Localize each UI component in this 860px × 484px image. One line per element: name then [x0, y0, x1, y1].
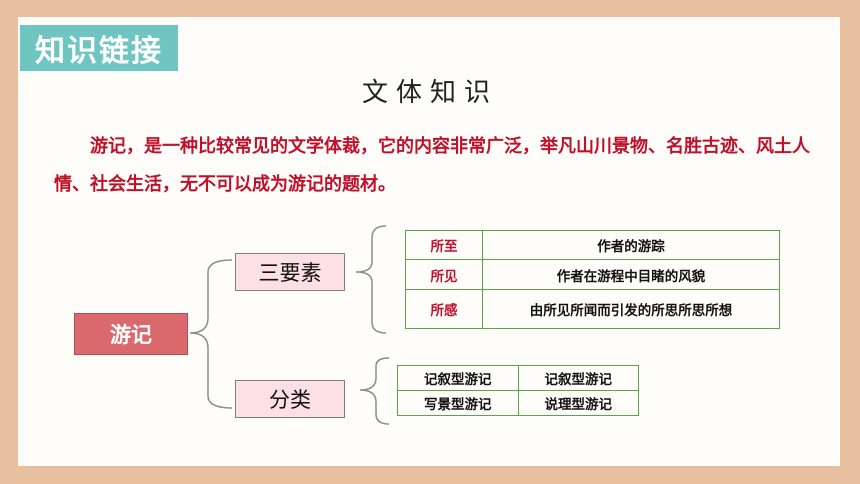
table-row: 所见 作者在游程中目睹的风貌	[405, 259, 780, 290]
root-node: 游记	[74, 313, 188, 355]
table-cell: 写景型游记	[397, 390, 519, 416]
element-key: 所见	[405, 259, 483, 290]
element-key: 所感	[405, 289, 483, 329]
elements-table: 所至 作者的游踪 所见 作者在游程中目睹的风貌 所感 由所见所闻而引发的所思所思…	[405, 230, 780, 329]
element-value: 作者在游程中目睹的风貌	[482, 259, 780, 290]
classification-table: 记叙型游记 记叙型游记 写景型游记 说理型游记	[397, 365, 639, 416]
element-value: 由所见所闻而引发的所思所思所想	[482, 289, 780, 329]
category-classification: 分类	[235, 380, 345, 418]
section-badge: 知识链接	[20, 25, 178, 71]
element-value: 作者的游踪	[482, 230, 780, 260]
element-key: 所至	[405, 230, 483, 260]
table-cell: 记叙型游记	[517, 365, 639, 391]
table-row: 写景型游记 说理型游记	[397, 390, 639, 416]
table-cell: 记叙型游记	[397, 365, 519, 391]
table-row: 所感 由所见所闻而引发的所思所思所想	[405, 289, 780, 329]
elements-bracket	[355, 225, 387, 334]
intro-paragraph: 游记，是一种比较常见的文学体裁，它的内容非常广泛，举凡山川景物、名胜古迹、风土人…	[54, 136, 810, 195]
categories-bracket	[359, 357, 390, 425]
root-bracket	[189, 259, 233, 409]
page-title: 文体知识	[361, 78, 498, 108]
table-cell: 说理型游记	[517, 390, 639, 416]
table-row: 记叙型游记 记叙型游记	[397, 365, 639, 391]
category-three-elements: 三要素	[235, 253, 345, 291]
table-row: 所至 作者的游踪	[405, 230, 780, 260]
